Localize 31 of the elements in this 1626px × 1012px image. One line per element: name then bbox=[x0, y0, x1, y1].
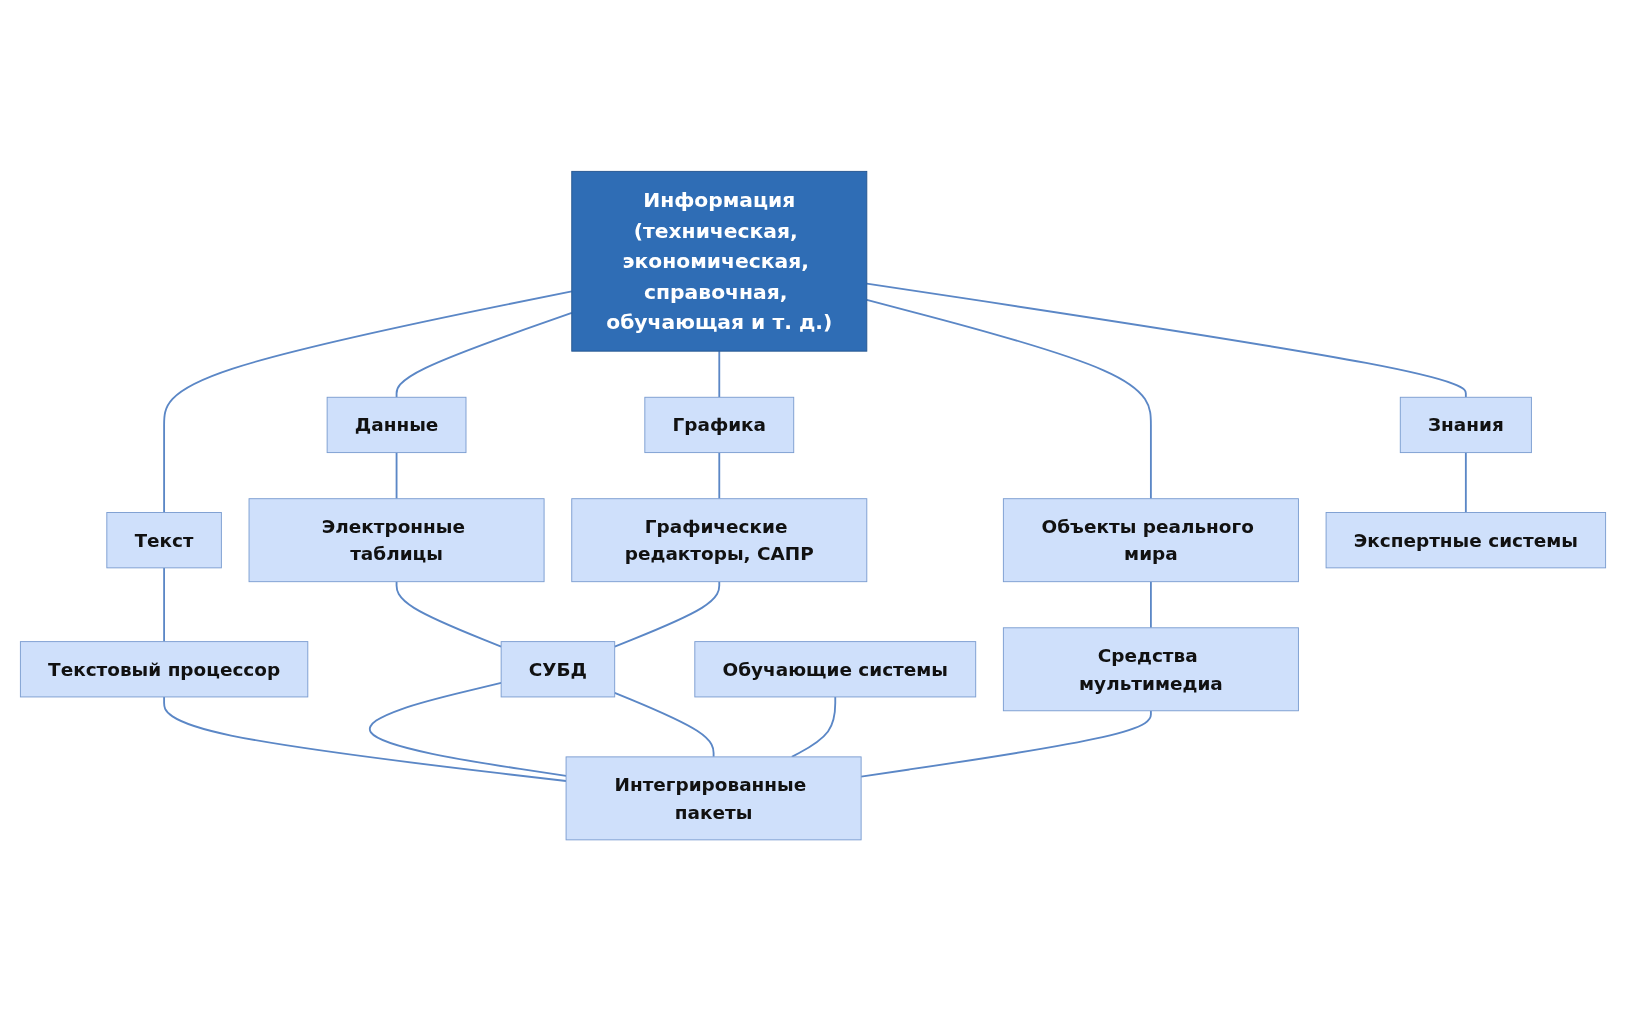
connector bbox=[395, 312, 573, 399]
connector bbox=[613, 581, 721, 648]
connector bbox=[163, 567, 165, 643]
connector bbox=[395, 581, 503, 648]
connector bbox=[865, 283, 1467, 399]
connector bbox=[860, 710, 1152, 778]
connector bbox=[1150, 581, 1152, 630]
node-box: Средства мультимедиа bbox=[1002, 627, 1299, 712]
node-box: Электронные таблицы bbox=[248, 498, 545, 583]
node-box: Знания bbox=[1399, 397, 1532, 454]
node-box: Экспертные системы bbox=[1325, 512, 1607, 569]
connector bbox=[163, 290, 573, 514]
node-box: Графика bbox=[644, 397, 795, 454]
connector bbox=[613, 692, 715, 759]
node-box: Обучающие системы bbox=[694, 641, 977, 698]
connector bbox=[368, 682, 567, 778]
connector bbox=[865, 299, 1152, 500]
connector bbox=[395, 452, 398, 500]
node-box: Информация (техническая, экономическая, справочная, обучающая и т. д.) bbox=[571, 171, 868, 352]
connector bbox=[163, 696, 567, 783]
node-box: Графические редакторы, САПР bbox=[571, 498, 868, 583]
connector bbox=[790, 696, 837, 759]
connector bbox=[1464, 452, 1467, 514]
node-box: Объекты реального мира bbox=[1002, 498, 1299, 583]
connector bbox=[718, 350, 721, 399]
node-box: Интегрированные пакеты bbox=[565, 756, 862, 841]
node-box: Данные bbox=[326, 397, 467, 454]
connector bbox=[718, 452, 721, 500]
node-box: Текстовый процессор bbox=[19, 641, 309, 698]
node-box: СУБД bbox=[500, 641, 616, 698]
node-box: Текст bbox=[106, 512, 222, 569]
